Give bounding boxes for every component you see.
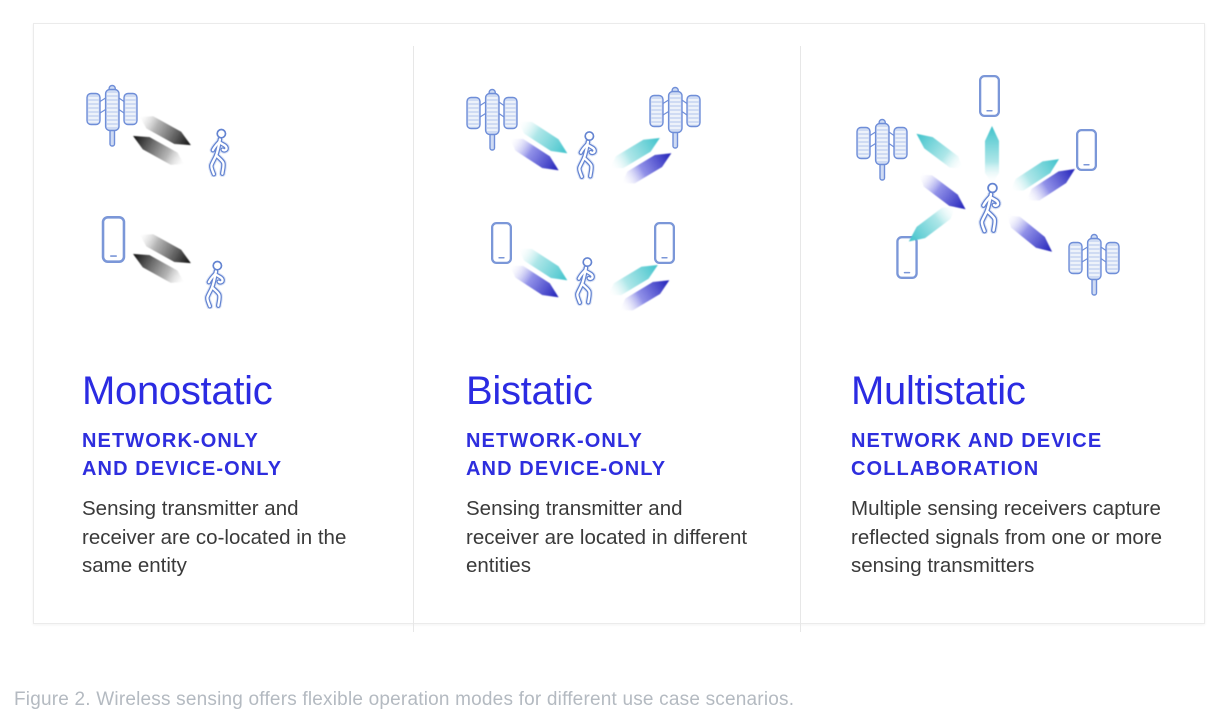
multistatic-illustration [856, 74, 1120, 296]
smartphone-icon [101, 216, 126, 263]
panel-subtitle: NETWORK-ONLY AND DEVICE-ONLY [82, 427, 374, 483]
person-icon [982, 184, 998, 231]
bistatic-illustration [466, 86, 701, 317]
cell-tower-icon [1068, 233, 1120, 296]
panel-subtitle: NETWORK-ONLY AND DEVICE-ONLY [466, 427, 758, 483]
smartphone-icon [979, 74, 1000, 118]
signal-path-incoming [506, 242, 572, 304]
panel-title: Bistatic [466, 369, 593, 413]
panel-divider [800, 46, 801, 632]
signal-arrow-teal-icon [985, 126, 999, 184]
monostatic-illustration [86, 84, 413, 354]
panel-subtitle: NETWORK AND DEVICE COLLABORATION [851, 427, 1187, 483]
figure-card: Monostatic NETWORK-ONLY AND DEVICE-ONLY … [33, 23, 1206, 632]
person-icon [577, 258, 592, 303]
cell-tower-icon [856, 118, 908, 181]
panel-description: Sensing transmitter and receiver are loc… [466, 497, 748, 577]
panel-subtitle-line2: AND DEVICE-ONLY [82, 458, 283, 480]
panel-text-block: Monostatic NETWORK-ONLY AND DEVICE-ONLY … [82, 369, 374, 581]
panel-title: Multistatic [851, 369, 1026, 413]
panel-subtitle-line2: AND DEVICE-ONLY [466, 458, 667, 480]
smartphone-icon [896, 236, 918, 279]
figure-caption: Figure 2. Wireless sensing offers flexib… [14, 689, 795, 710]
signal-arrow-indigo-icon [1002, 209, 1057, 258]
panel-text-block: Bistatic NETWORK-ONLY AND DEVICE-ONLY Se… [466, 369, 758, 581]
signal-arrow-teal-icon [904, 201, 960, 248]
panel-description: Sensing transmitter and receiver are co-… [82, 497, 347, 577]
panel-monostatic: Monostatic NETWORK-ONLY AND DEVICE-ONLY … [34, 24, 413, 625]
panel-subtitle-line1: NETWORK AND DEVICE [851, 430, 1103, 452]
cell-tower-icon [466, 88, 518, 151]
smartphone-icon [491, 222, 512, 264]
signal-path-outgoing [606, 131, 675, 190]
panel-multistatic: Multistatic NETWORK AND DEVICE COLLABORA… [800, 24, 1206, 625]
signal-path-outgoing [604, 258, 673, 317]
cell-tower-icon [86, 84, 138, 147]
smartphone-icon [1076, 128, 1097, 172]
panel-text-block: Multistatic NETWORK AND DEVICE COLLABORA… [851, 369, 1187, 581]
panel-divider [413, 46, 414, 632]
person-icon [579, 132, 594, 177]
panel-description: Multiple sensing receivers capture refle… [851, 497, 1163, 577]
signal-path-monostatic [129, 228, 195, 289]
smartphone-icon [654, 222, 675, 264]
panel-subtitle-line2: COLLABORATION [851, 458, 1040, 480]
panel-subtitle-line1: NETWORK-ONLY [466, 430, 643, 452]
panel-bistatic: Bistatic NETWORK-ONLY AND DEVICE-ONLY Se… [413, 24, 800, 625]
person-icon [211, 130, 226, 175]
signal-arrow-teal-icon [912, 128, 968, 175]
person-icon [207, 262, 222, 307]
panel-subtitle-line1: NETWORK-ONLY [82, 430, 259, 452]
panel-title: Monostatic [82, 369, 273, 413]
